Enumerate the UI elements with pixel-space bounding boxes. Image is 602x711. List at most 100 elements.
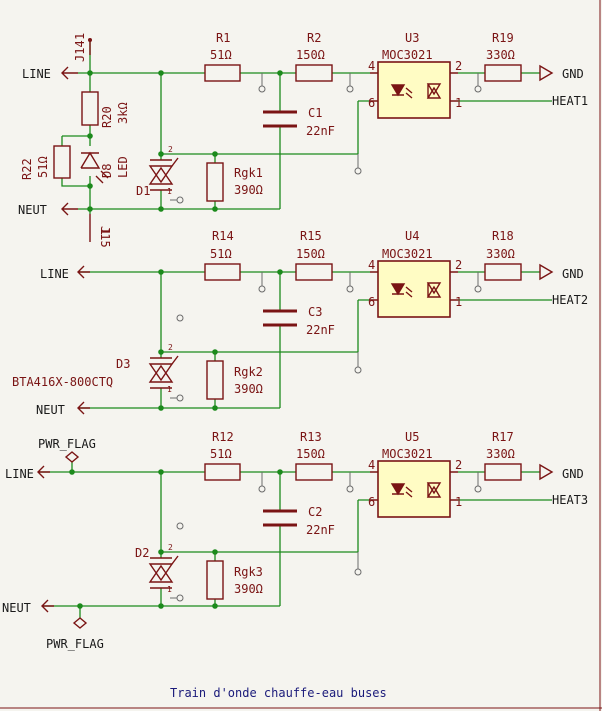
resistor-r12[interactable]: R12 51Ω: [204, 430, 241, 481]
r18-value: 330Ω: [486, 247, 515, 261]
junctions: [69, 70, 283, 609]
triac-d1[interactable]: 2 1 D1: [136, 145, 179, 198]
resistor-r22[interactable]: R22 51Ω: [20, 145, 71, 180]
svg-text:NEUT: NEUT: [2, 601, 31, 615]
resistor-r14[interactable]: R14 51Ω: [204, 229, 241, 281]
r18-ref: R18: [492, 229, 514, 243]
r17-ref: R17: [492, 430, 514, 444]
r19-ref: R19: [492, 31, 514, 45]
svg-text:2: 2: [168, 543, 173, 552]
resistor-r15[interactable]: R15 150Ω: [295, 229, 333, 281]
resistor-rgk1[interactable]: Rgk1 390Ω: [206, 162, 263, 202]
u3-value: MOC3021: [382, 48, 433, 62]
r20-ref: R20: [100, 106, 114, 128]
optocoupler-u4[interactable]: U4 MOC3021 4 6 2 1: [368, 229, 462, 318]
svg-text:NEUT: NEUT: [18, 203, 47, 217]
r2-ref: R2: [307, 31, 321, 45]
r22-ref: R22: [20, 158, 34, 180]
d1-ref: D1: [136, 184, 150, 198]
svg-text:PWR_FLAG: PWR_FLAG: [38, 437, 96, 451]
resistor-r17[interactable]: R17 330Ω: [484, 430, 522, 481]
c2-ref: C2: [308, 505, 322, 519]
j15-pin: 1: [98, 228, 112, 235]
svg-text:1: 1: [167, 187, 172, 196]
r1-value: 51Ω: [210, 48, 232, 62]
d8-ref: D8: [100, 164, 114, 178]
net-label-neut-3: NEUT: [2, 599, 54, 615]
sheet-title: Train d'onde chauffe-eau buses: [170, 686, 387, 700]
net-label-line-2: LINE: [40, 265, 90, 281]
net-label-neut-1: NEUT: [18, 202, 78, 217]
resistor-rgk3[interactable]: Rgk3 390Ω: [206, 560, 263, 600]
u5-ref: U5: [405, 430, 419, 444]
r13-value: 150Ω: [296, 447, 325, 461]
net-label-heat1: HEAT1: [552, 94, 588, 108]
optocoupler-u3[interactable]: U3 MOC3021 4 6 2 1: [368, 31, 462, 119]
r22-value: 51Ω: [36, 156, 50, 178]
connector-j15[interactable]: 1 J15: [89, 214, 112, 242]
resistor-r1[interactable]: R1 51Ω: [204, 31, 241, 82]
svg-text:GND: GND: [562, 467, 584, 481]
net-label-line-1: LINE: [22, 66, 78, 81]
net-label-heat2: HEAT2: [552, 293, 588, 307]
j14-ref: J14: [73, 40, 87, 62]
svg-text:1: 1: [455, 295, 462, 309]
svg-text:LINE: LINE: [40, 267, 69, 281]
r13-ref: R13: [300, 430, 322, 444]
connector-j14[interactable]: J14 1: [73, 33, 92, 62]
svg-text:6: 6: [368, 495, 375, 509]
r12-ref: R12: [212, 430, 234, 444]
gnd-symbol-1: GND: [539, 64, 584, 82]
net-label-neut-2: NEUT: [36, 401, 90, 417]
capacitor-c1[interactable]: C1 22nF: [263, 106, 335, 138]
r15-value: 150Ω: [296, 247, 325, 261]
resistor-r20[interactable]: R20 3kΩ: [81, 91, 130, 128]
rgk1-value: 390Ω: [234, 183, 263, 197]
resistor-r18[interactable]: R18 330Ω: [484, 229, 522, 281]
svg-text:GND: GND: [562, 267, 584, 281]
triac-d3[interactable]: 2 1 D3 BTA416X-800CTQ: [12, 343, 179, 394]
r20-value: 3kΩ: [116, 102, 130, 124]
u4-ref: U4: [405, 229, 419, 243]
u4-value: MOC3021: [382, 247, 433, 261]
u3-ref: U3: [405, 31, 419, 45]
svg-text:LINE: LINE: [5, 467, 34, 481]
triac-d2[interactable]: 2 1 D2: [135, 543, 179, 594]
capacitor-c3[interactable]: C3 22nF: [263, 305, 335, 337]
r12-value: 51Ω: [210, 447, 232, 461]
net-label-line-3: LINE: [5, 465, 50, 481]
rgk2-ref: Rgk2: [234, 365, 263, 379]
svg-text:2: 2: [455, 59, 462, 73]
resistor-r13[interactable]: R13 150Ω: [295, 430, 333, 481]
resistor-r2[interactable]: R2 150Ω: [295, 31, 333, 82]
gnd-symbol-3: GND: [539, 463, 584, 481]
r2-value: 150Ω: [296, 48, 325, 62]
rgk2-value: 390Ω: [234, 382, 263, 396]
r14-value: 51Ω: [210, 247, 232, 261]
capacitor-c2[interactable]: C2 22nF: [263, 505, 335, 537]
rgk3-value: 390Ω: [234, 582, 263, 596]
d3-ref: D3: [116, 357, 130, 371]
svg-text:1: 1: [167, 385, 172, 394]
optocoupler-u5[interactable]: U5 MOC3021 4 6 2 1: [368, 430, 462, 518]
rgk1-ref: Rgk1: [234, 166, 263, 180]
svg-text:GND: GND: [562, 67, 584, 81]
led-d8[interactable]: D8 LED: [80, 151, 130, 184]
r17-value: 330Ω: [486, 447, 515, 461]
c1-ref: C1: [308, 106, 322, 120]
r19-value: 330Ω: [486, 48, 515, 62]
svg-text:LINE: LINE: [22, 67, 51, 81]
d8-value: LED: [116, 156, 130, 178]
svg-text:1: 1: [455, 96, 462, 110]
svg-text:6: 6: [368, 96, 375, 110]
svg-text:2: 2: [168, 145, 173, 154]
svg-text:4: 4: [368, 258, 375, 272]
j14-pin: 1: [73, 33, 87, 40]
unconnected-pins: [170, 73, 482, 602]
gnd-symbol-2: GND: [539, 263, 584, 281]
c2-value: 22nF: [306, 523, 335, 537]
resistor-rgk2[interactable]: Rgk2 390Ω: [206, 360, 263, 400]
svg-text:NEUT: NEUT: [36, 403, 65, 417]
resistor-r19[interactable]: R19 330Ω: [484, 31, 522, 82]
